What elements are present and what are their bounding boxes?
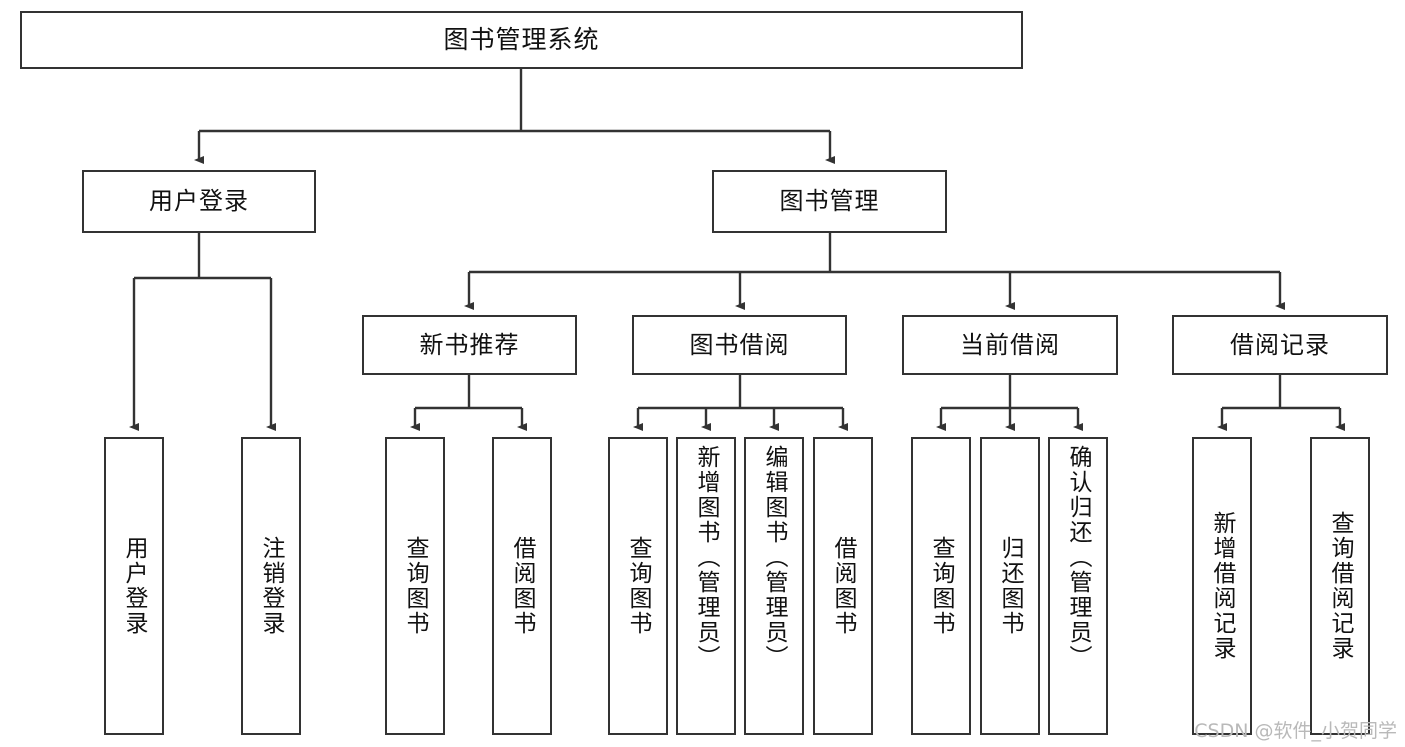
node-label: 确认归还（管理员） [1065, 445, 1092, 670]
node-borrow-record: 借阅记录 [1172, 315, 1388, 375]
node-label: 归还图书 [997, 536, 1024, 636]
node-leaf-add-borrow-record: 新增借阅记录 [1192, 437, 1252, 735]
node-book-borrow: 图书借阅 [632, 315, 847, 375]
node-leaf-edit-book-admin: 编辑图书（管理员） [744, 437, 804, 735]
node-label: 用户登录 [149, 187, 249, 216]
node-leaf-add-book-admin: 新增图书（管理员） [676, 437, 736, 735]
node-label: 当前借阅 [960, 330, 1060, 359]
node-leaf-user-login: 用户登录 [104, 437, 164, 735]
node-label: 图书管理系统 [443, 25, 600, 55]
node-label: 新增借阅记录 [1209, 511, 1236, 661]
node-leaf-query-book-current: 查询图书 [911, 437, 971, 735]
node-label: 用户登录 [121, 536, 148, 636]
node-label: 查询图书 [928, 536, 955, 636]
node-leaf-borrow-book: 借阅图书 [813, 437, 873, 735]
node-label: 查询图书 [402, 536, 429, 636]
node-label: 新书推荐 [419, 330, 520, 359]
node-leaf-logout: 注销登录 [241, 437, 301, 735]
node-label: 新增图书（管理员） [693, 445, 720, 670]
node-root-system: 图书管理系统 [20, 11, 1023, 69]
node-leaf-query-borrow-record: 查询借阅记录 [1310, 437, 1370, 735]
node-leaf-return-book: 归还图书 [980, 437, 1040, 735]
node-label: 图书管理 [779, 187, 880, 216]
node-new-book-recommend: 新书推荐 [362, 315, 577, 375]
node-label: 编辑图书（管理员） [761, 445, 788, 670]
node-label: 借阅图书 [509, 536, 536, 636]
node-label: 查询借阅记录 [1327, 511, 1354, 661]
node-leaf-confirm-return-admin: 确认归还（管理员） [1048, 437, 1108, 735]
node-current-borrow: 当前借阅 [902, 315, 1118, 375]
node-label: 借阅图书 [830, 536, 857, 636]
node-leaf-query-book-new: 查询图书 [385, 437, 445, 735]
node-label: 注销登录 [258, 536, 285, 636]
node-label: 查询图书 [625, 536, 652, 636]
node-leaf-borrow-book-new: 借阅图书 [492, 437, 552, 735]
node-leaf-query-book-borrow: 查询图书 [608, 437, 668, 735]
node-user-login: 用户登录 [82, 170, 316, 233]
node-book-management: 图书管理 [712, 170, 947, 233]
node-label: 借阅记录 [1230, 330, 1330, 359]
node-label: 图书借阅 [689, 330, 790, 359]
